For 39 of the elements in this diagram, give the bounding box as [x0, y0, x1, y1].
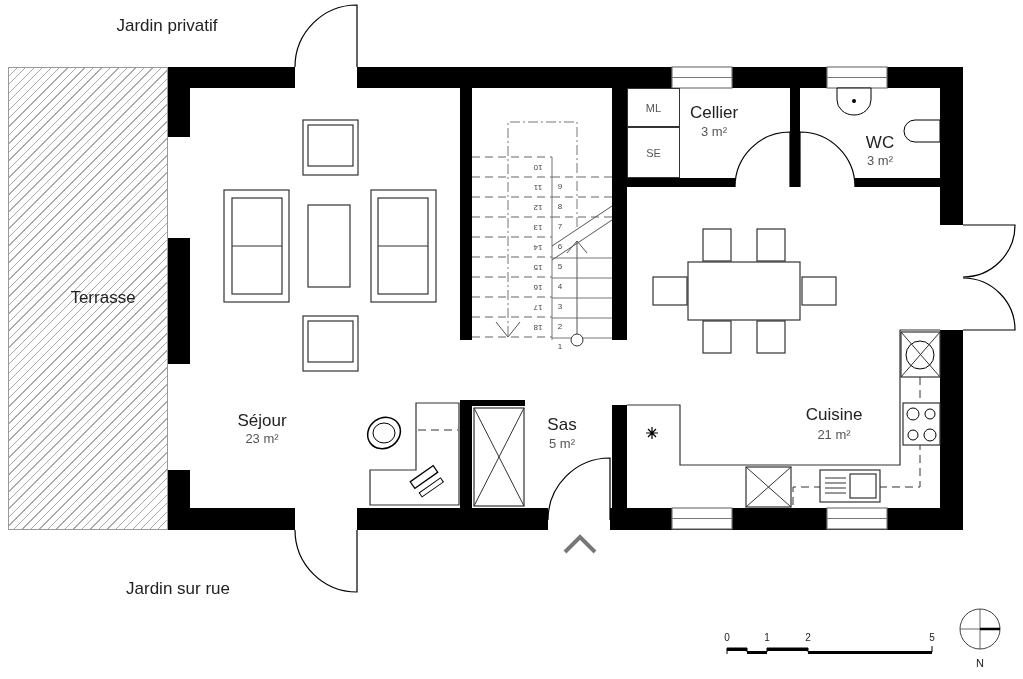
- step-number: 16: [532, 283, 544, 291]
- room-name: WC: [865, 133, 895, 151]
- room-name: Cuisine: [805, 405, 863, 423]
- room-size: 3 m²: [867, 153, 893, 167]
- step-number: 2: [556, 323, 564, 331]
- room-size: 5 m²: [549, 436, 575, 450]
- terrace-area: [8, 67, 168, 530]
- room-name: Séjour: [237, 411, 287, 429]
- step-number: 11: [532, 183, 544, 191]
- step-number: 8: [556, 203, 564, 211]
- room-name: Sas: [547, 415, 577, 433]
- garden-label: Jardin sur rue: [126, 579, 230, 597]
- room-size: 23 m²: [245, 431, 279, 445]
- step-number: 17: [532, 303, 544, 311]
- step-number: 10: [532, 163, 544, 171]
- step-number: 12: [532, 203, 544, 211]
- scale-number: 2: [805, 633, 811, 643]
- north-label: N: [976, 657, 984, 669]
- scale-number: 5: [929, 633, 935, 643]
- utility-box: SE: [627, 127, 680, 178]
- scale-number: 0: [724, 633, 730, 643]
- utility-box: ML: [627, 88, 680, 127]
- step-number: 6: [556, 243, 564, 251]
- step-number: 1: [556, 343, 564, 351]
- step-number: 15: [532, 263, 544, 271]
- step-number: 7: [556, 223, 564, 231]
- step-number: 3: [556, 303, 564, 311]
- room-name: Cellier: [689, 103, 739, 121]
- room-size: 21 m²: [817, 427, 851, 441]
- garden-label: Jardin privatif: [116, 16, 218, 34]
- step-number: 18: [532, 323, 544, 331]
- step-number: 9: [556, 183, 564, 191]
- step-number: 5: [556, 263, 564, 271]
- step-number: 13: [532, 223, 544, 231]
- room-size: 3 m²: [701, 124, 727, 138]
- scale-number: 1: [764, 633, 770, 643]
- room-name: Terrasse: [70, 288, 136, 306]
- step-number: 4: [556, 283, 564, 291]
- step-number: 14: [532, 243, 544, 251]
